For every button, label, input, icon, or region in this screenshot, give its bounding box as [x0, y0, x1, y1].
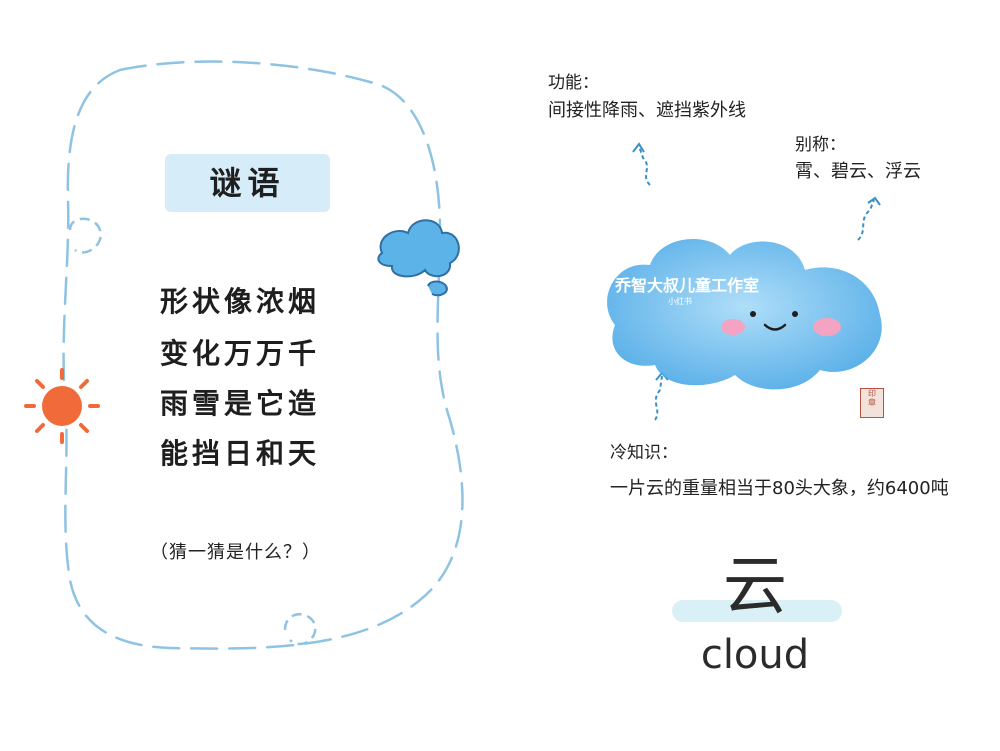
alias-text: 霄、碧云、浮云: [795, 161, 921, 182]
riddle-line-1: 形状像浓烟: [160, 285, 321, 318]
small-cloud-icon: [377, 219, 460, 297]
function-text: 间接性降雨、遮挡紫外线: [548, 100, 746, 121]
function-label: 功能：: [548, 73, 599, 93]
arrow-icon: [857, 196, 881, 241]
answer-chinese: 云: [723, 550, 787, 624]
answer-english: cloud: [700, 632, 810, 678]
fact-text: 一片云的重量相当于80头大象，约6400吨: [610, 478, 949, 499]
arrow-icon: [632, 142, 651, 186]
title-badge: [165, 154, 330, 212]
seal-stamp-icon: 印章: [860, 388, 884, 418]
riddle-line-2: 变化万万千: [160, 337, 321, 370]
fact-label: 冷知识：: [610, 443, 678, 463]
studio-watermark: 乔智大叔儿童工作室: [615, 276, 760, 295]
answer-highlight: [672, 600, 842, 622]
smiling-cloud-icon: [607, 238, 882, 390]
riddle-hint: （猜一猜是什么？）: [150, 542, 321, 563]
riddle-card-frame: [62, 60, 464, 650]
alias-label: 别称：: [795, 135, 846, 155]
riddle-title: 谜语: [209, 164, 286, 202]
studio-watermark-sub: 小红书: [668, 297, 692, 306]
riddle-line-3: 雨雪是它造: [160, 387, 321, 420]
riddle-line-4: 能挡日和天: [160, 437, 321, 470]
sun-icon: [24, 368, 100, 444]
